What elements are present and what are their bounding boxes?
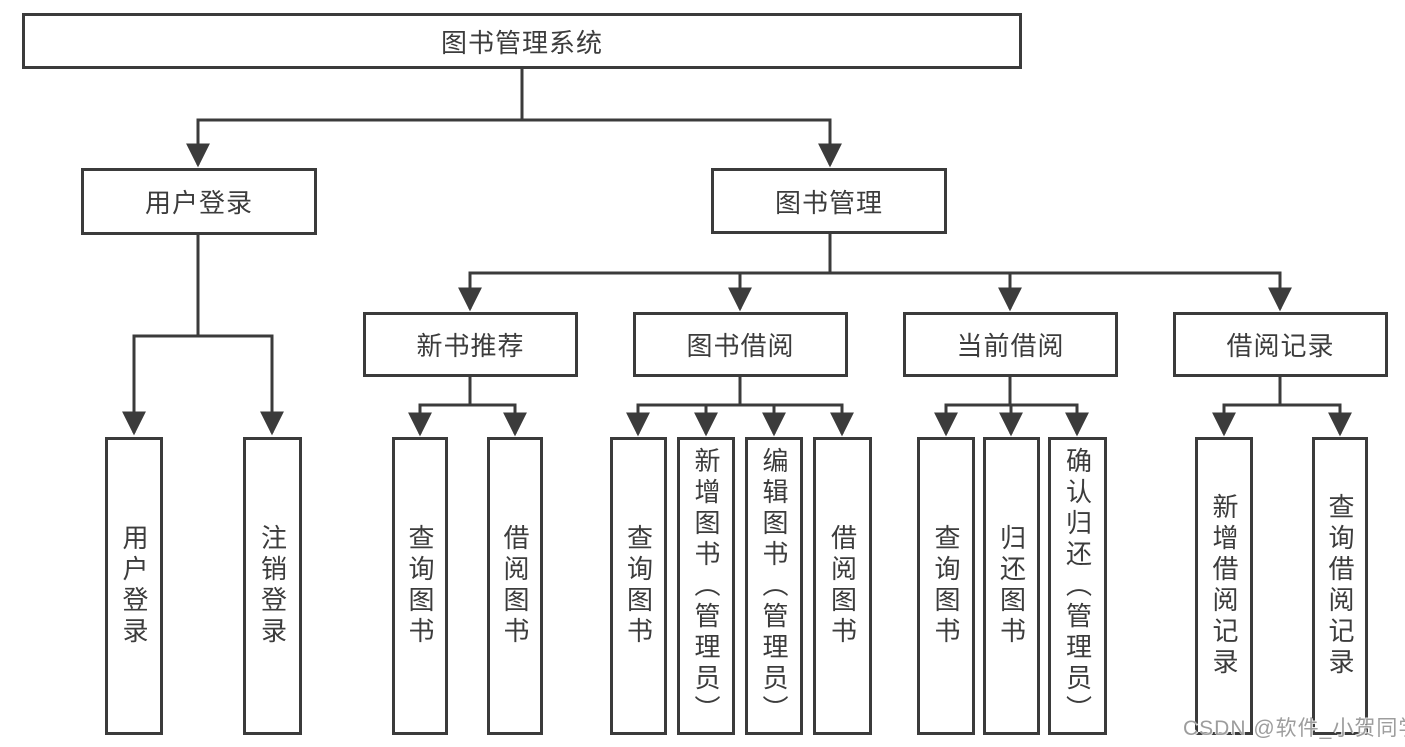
leaf-edit-book-admin: 编辑图书（管理员） <box>745 437 803 735</box>
leaf-query-borrow-record: 查询借阅记录 <box>1312 437 1368 735</box>
node-current-borrow-label: 当前借阅 <box>956 331 1065 361</box>
node-book-borrow: 图书借阅 <box>633 312 848 377</box>
leaf-query-books-3: 查询图书 <box>917 437 975 735</box>
node-root-system-label: 图书管理系统 <box>440 27 603 58</box>
node-user-login: 用户登录 <box>81 168 317 235</box>
node-current-borrow: 当前借阅 <box>903 312 1118 377</box>
node-book-management: 图书管理 <box>711 168 947 234</box>
leaf-add-book-admin: 新增图书（管理员） <box>677 437 735 735</box>
leaf-query-books-1: 查询图书 <box>392 437 448 735</box>
node-borrow-records-label: 借阅记录 <box>1226 331 1335 361</box>
node-new-book-recommend: 新书推荐 <box>363 312 578 377</box>
leaf-return-books-label: 归还图书 <box>996 524 1027 648</box>
leaf-confirm-return-admin-label: 确认归还（管理员） <box>1062 446 1093 726</box>
connector-arrows <box>122 120 1352 437</box>
csdn-watermark: CSDN @软件_小贺同学 <box>1183 717 1405 740</box>
leaf-query-borrow-record-label: 查询借阅记录 <box>1325 493 1355 679</box>
node-borrow-records: 借阅记录 <box>1173 312 1388 377</box>
node-user-login-label: 用户登录 <box>144 188 253 218</box>
leaf-logout-label: 注销登录 <box>257 524 288 648</box>
leaf-return-books: 归还图书 <box>983 437 1040 735</box>
leaf-borrow-books-2-label: 借阅图书 <box>827 524 858 648</box>
leaf-borrow-books-1-label: 借阅图书 <box>500 524 530 648</box>
leaf-add-borrow-record: 新增借阅记录 <box>1195 437 1253 735</box>
leaf-borrow-books-1: 借阅图书 <box>487 437 543 735</box>
connector-trunks <box>132 67 1342 407</box>
leaf-query-books-2-label: 查询图书 <box>623 524 654 648</box>
leaf-confirm-return-admin: 确认归还（管理员） <box>1048 437 1107 735</box>
node-book-management-label: 图书管理 <box>774 187 883 218</box>
leaf-logout: 注销登录 <box>243 437 302 735</box>
leaf-add-borrow-record-label: 新增借阅记录 <box>1209 493 1239 679</box>
leaf-user-login: 用户登录 <box>105 437 163 735</box>
node-root-system: 图书管理系统 <box>22 13 1022 69</box>
leaf-query-books-2: 查询图书 <box>610 437 667 735</box>
leaf-query-books-1-label: 查询图书 <box>405 524 435 648</box>
leaf-user-login-label: 用户登录 <box>119 524 149 648</box>
node-book-borrow-label: 图书借阅 <box>686 331 795 361</box>
leaf-edit-book-admin-label: 编辑图书（管理员） <box>759 446 789 726</box>
leaf-borrow-books-2: 借阅图书 <box>813 437 872 735</box>
node-new-book-recommend-label: 新书推荐 <box>416 331 525 361</box>
leaf-add-book-admin-label: 新增图书（管理员） <box>691 446 721 726</box>
leaf-query-books-3-label: 查询图书 <box>931 524 961 648</box>
